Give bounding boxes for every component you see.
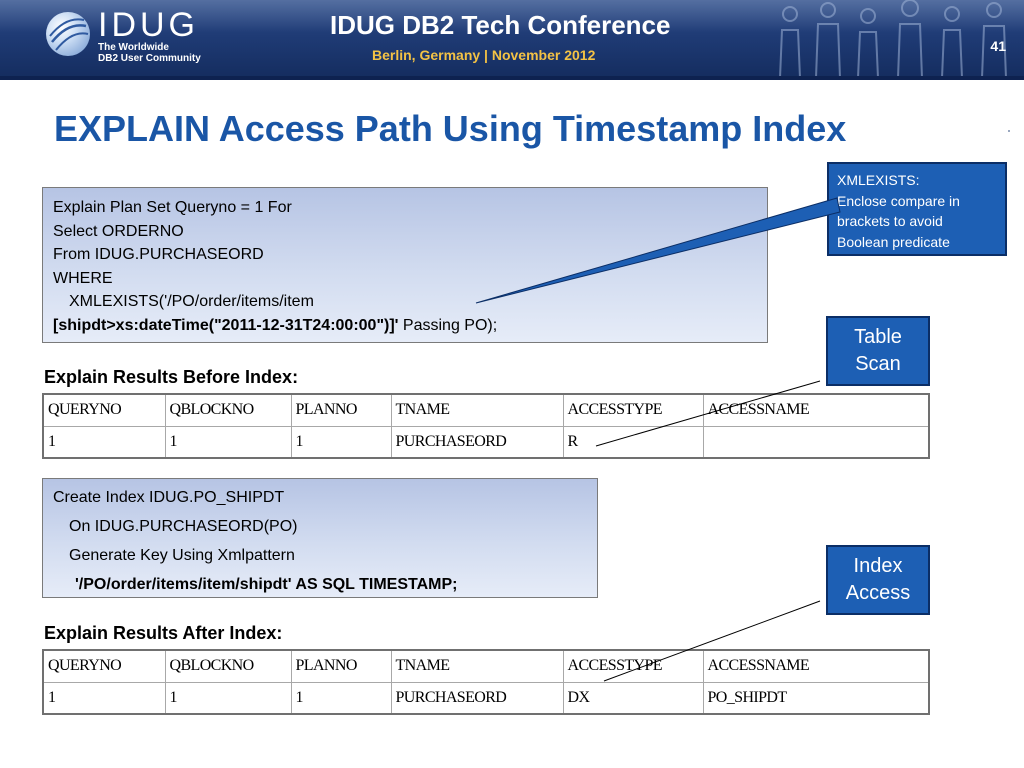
- table-cell: R: [562, 425, 704, 459]
- crowd-silhouette-icon: [779, 0, 1007, 78]
- query-line: WHERE: [53, 269, 113, 287]
- callout-line: Scan: [855, 353, 901, 375]
- callout-line: XMLEXISTS:: [837, 172, 920, 188]
- slide-title: EXPLAIN Access Path Using Timestamp Inde…: [54, 108, 847, 149]
- before-index-table: QUERYNO QBLOCKNO PLANNO TNAME ACCESSTYPE…: [42, 393, 930, 459]
- after-index-table: QUERYNO QBLOCKNO PLANNO TNAME ACCESSTYPE…: [42, 649, 930, 715]
- slide-number: 41: [990, 38, 1006, 54]
- index-line: On IDUG.PURCHASEORD(PO): [69, 518, 298, 535]
- table-cell: DX: [562, 681, 704, 715]
- callout-line: Index: [853, 555, 903, 577]
- query-line-predicate: [shipdt>xs:dateTime("2011-12-31T24:00:00…: [53, 314, 767, 338]
- callout-line: Access: [845, 582, 911, 604]
- callout-line: Boolean predicate: [837, 233, 950, 250]
- query-line: From IDUG.PURCHASEORD: [53, 246, 264, 264]
- table-row: 1 1 1 PURCHASEORD R: [42, 425, 930, 459]
- explain-query-box: Explain Plan Set Queryno = 1 For Select …: [42, 187, 768, 343]
- table-cell: 1: [290, 425, 392, 459]
- column-header: ACCESSNAME: [702, 393, 930, 427]
- after-index-heading: Explain Results After Index:: [44, 623, 283, 643]
- xmlexists-callout: XMLEXISTS: Enclose compare in brackets t…: [827, 162, 1007, 256]
- query-line: XMLEXISTS('/PO/order/items/item: [69, 293, 314, 311]
- create-index-box: Create Index IDUG.PO_SHIPDT On IDUG.PURC…: [42, 478, 598, 598]
- table-cell: PO_SHIPDT: [702, 681, 930, 715]
- column-header: ACCESSNAME: [702, 649, 930, 683]
- table-cell: 1: [42, 681, 166, 715]
- banner-shine: [0, 0, 1024, 32]
- table-scan-callout: Table Scan: [826, 316, 930, 386]
- table-cell: 1: [164, 425, 292, 459]
- column-header: QBLOCKNO: [164, 393, 292, 427]
- predicate-rest-text: Passing PO);: [398, 316, 498, 334]
- table-cell: PURCHASEORD: [390, 425, 564, 459]
- logo-tagline: The Worldwide: [98, 42, 169, 53]
- column-header: PLANNO: [290, 393, 392, 427]
- table-header-row: QUERYNO QBLOCKNO PLANNO TNAME ACCESSTYPE…: [42, 393, 930, 427]
- index-access-callout: Index Access: [826, 545, 930, 615]
- callout-line: Table: [854, 326, 902, 348]
- index-line: Generate Key Using Xmlpattern: [69, 547, 295, 564]
- column-header: TNAME: [390, 393, 564, 427]
- before-index-heading: Explain Results Before Index:: [44, 367, 299, 387]
- table-row: 1 1 1 PURCHASEORD DX PO_SHIPDT: [42, 681, 930, 715]
- table-cell: [702, 425, 930, 459]
- column-header: QUERYNO: [42, 393, 166, 427]
- column-header: QBLOCKNO: [164, 649, 292, 683]
- conference-subtitle: Berlin, Germany | November 2012: [372, 47, 596, 63]
- callout-line: Enclose compare in: [837, 192, 960, 209]
- logo-name: IDUG: [98, 6, 199, 44]
- column-header: TNAME: [390, 649, 564, 683]
- table-cell: 1: [42, 425, 166, 459]
- callout-line: brackets to avoid: [837, 213, 943, 229]
- table-cell: 1: [290, 681, 392, 715]
- decorative-dot: [1008, 130, 1010, 132]
- idug-globe-icon: [46, 12, 90, 56]
- predicate-bold-text: [shipdt>xs:dateTime("2011-12-31T24:00:00…: [53, 316, 399, 334]
- index-line: '/PO/order/items/item/shipdt' AS SQL TIM…: [75, 576, 458, 593]
- column-header: QUERYNO: [42, 649, 166, 683]
- conference-title: IDUG DB2 Tech Conference: [330, 10, 671, 40]
- header-banner: IDUG The Worldwide DB2 User Community ID…: [0, 0, 1024, 80]
- index-line: Create Index IDUG.PO_SHIPDT: [53, 489, 285, 506]
- table-cell: PURCHASEORD: [390, 681, 564, 715]
- banner-bottom-bar: [0, 76, 1024, 80]
- column-header: PLANNO: [290, 649, 392, 683]
- table-header-row: QUERYNO QBLOCKNO PLANNO TNAME ACCESSTYPE…: [42, 649, 930, 683]
- logo-tagline: DB2 User Community: [98, 53, 201, 64]
- table-cell: 1: [164, 681, 292, 715]
- column-header: ACCESSTYPE: [562, 649, 704, 683]
- query-line: Select ORDERNO: [53, 222, 184, 240]
- column-header: ACCESSTYPE: [562, 393, 704, 427]
- query-line: Explain Plan Set Queryno = 1 For: [53, 199, 292, 216]
